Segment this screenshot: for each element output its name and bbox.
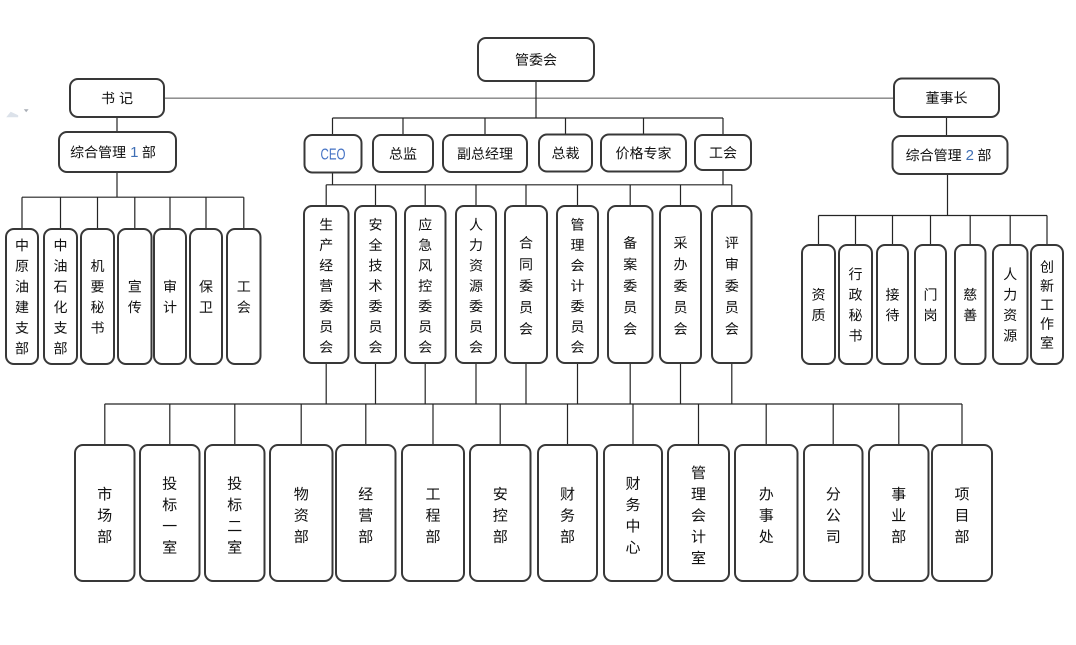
svg-text:CEO: CEO [321,146,346,163]
svg-text:1: 1 [130,144,138,161]
svg-text:2: 2 [966,147,974,164]
